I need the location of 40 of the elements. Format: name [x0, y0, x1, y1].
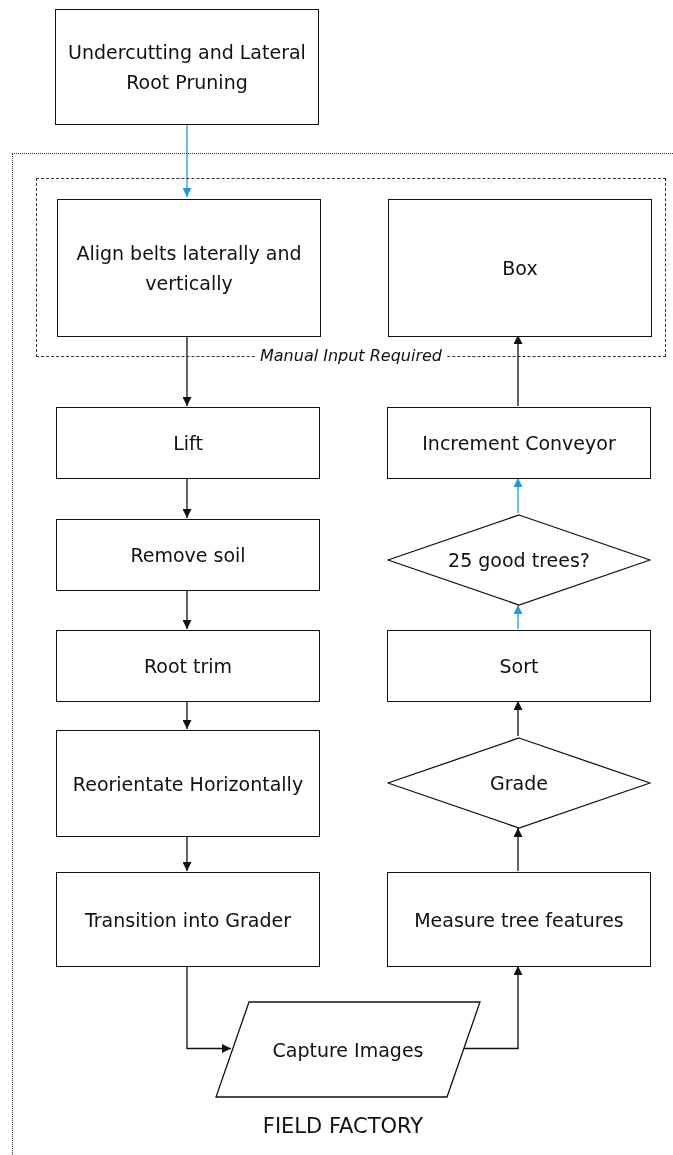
arrow [182, 124, 192, 198]
step-label: Increment Conveyor [421, 431, 617, 456]
process-box [56, 519, 320, 591]
input-output-parallelogram [215, 1001, 481, 1098]
process-box [56, 872, 320, 967]
step-label: Root trim [142, 654, 234, 679]
step-label: Undercutting and Lateral Root Pruning [67, 40, 307, 95]
step-label: Box [501, 256, 539, 281]
arrow [182, 835, 192, 872]
step-label: Measure tree features [413, 907, 625, 933]
process-box [56, 730, 320, 837]
step-label: Reorientate Horizontally [71, 771, 305, 797]
step-label: Grade [489, 771, 549, 796]
process-box [57, 199, 321, 337]
step-label: Transition into Grader [83, 907, 293, 933]
process-box [387, 407, 651, 479]
step-label: 25 good trees? [447, 548, 591, 573]
arrow [513, 700, 523, 737]
step-label: Lift [172, 431, 204, 456]
step-label: Sort [498, 654, 540, 679]
arrow [182, 589, 192, 630]
decision-diamond [387, 737, 651, 829]
process-box [56, 630, 320, 702]
region-title: FIELD FACTORY [261, 1113, 425, 1140]
field-factory-region [12, 153, 673, 1155]
process-box [387, 872, 651, 967]
arrow [513, 827, 523, 872]
process-box [387, 630, 651, 702]
process-box [56, 407, 320, 479]
process-box [55, 9, 319, 125]
arrow [513, 477, 523, 514]
decision-diamond [387, 514, 651, 606]
arrow [513, 604, 523, 630]
arrow [186, 965, 232, 1053]
step-label: Remove soil [129, 543, 247, 568]
arrow [182, 700, 192, 730]
process-box [388, 199, 652, 337]
arrow [182, 477, 192, 519]
step-label: Capture Images [271, 1037, 425, 1063]
step-label: Align belts laterally and vertically [75, 241, 303, 296]
